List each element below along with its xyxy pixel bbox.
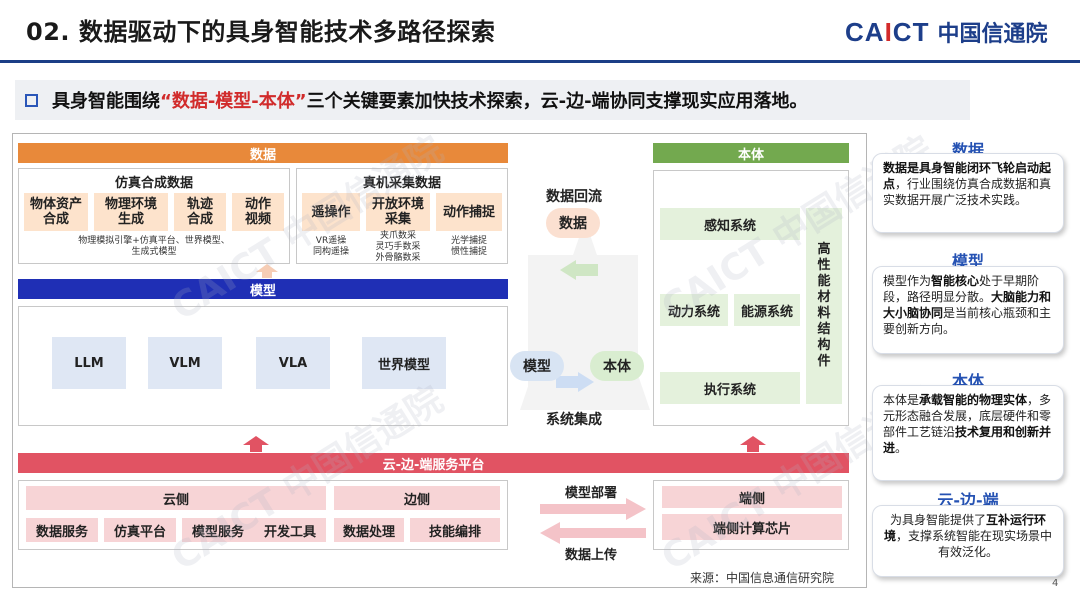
model-llm: LLM	[52, 337, 126, 389]
up-arrow-icon	[256, 264, 278, 278]
cycle-triangle	[520, 220, 650, 410]
cloud-item-devtools: 开发工具	[254, 518, 326, 542]
sim-item-trajectory: 轨迹 合成	[174, 193, 226, 231]
sim-data-title: 仿真合成数据	[114, 175, 193, 191]
caict-logo: CAICT 中国信通院	[845, 16, 1047, 48]
edge-item-skill: 技能编排	[410, 518, 500, 542]
body-materials: 高 性 能 材 料 结 构 件	[806, 208, 842, 404]
data-header: 数据	[18, 143, 508, 163]
page-title: 02. 数据驱动下的具身智能技术多路径探索	[26, 18, 496, 46]
body-power: 动力系统	[660, 294, 728, 326]
cycle-bottom-label: 系统集成	[546, 412, 602, 428]
side-card-bold-text: 互补运行环境	[883, 513, 1047, 543]
side-card-bold-text: 智能核心	[931, 274, 980, 288]
model-vla: VLA	[256, 337, 330, 389]
device-title: 端侧	[662, 486, 842, 508]
model-world: 世界模型	[362, 337, 446, 389]
logo-cn: 中国信通院	[937, 22, 1048, 47]
side-card-text: ，行业围绕仿真合成数据和真实数据开展广泛技术实践。	[883, 177, 1052, 207]
logo-en: CAICT	[845, 16, 930, 47]
subtitle-text: 具身智能围绕“数据-模型-本体”三个关键要素加快技术探索，云-边-端协同支撑现实…	[52, 91, 808, 112]
cloud-item-data: 数据服务	[26, 518, 98, 542]
real-item-teleop: 遥操作	[302, 193, 360, 231]
model-header: 模型	[18, 279, 508, 299]
real-note-mocap: 光学捕捉 惯性捕捉	[450, 236, 487, 257]
cloud-item-sim: 仿真平台	[104, 518, 176, 542]
real-item-mocap: 动作捕捉	[436, 193, 502, 231]
side-card-text: 模型作为	[883, 274, 932, 288]
side-card-bold-text: 技术复用和创新并进	[883, 425, 1052, 455]
side-card-text: ，多元形态融合发展，底层硬件和零部件工艺链沿	[883, 393, 1052, 439]
title-divider	[0, 60, 1080, 63]
body-execution: 执行系统	[660, 372, 800, 404]
side-card-bold-text: 大脑能力和大小脑协同	[883, 290, 1052, 320]
source-note: 来源：中国信息通信研究院	[690, 571, 835, 585]
side-card-text: 处于早期阶段，路径明显分散。	[883, 274, 1040, 304]
edge-item-processing: 数据处理	[334, 518, 404, 542]
cycle-data-node: 数据	[546, 208, 600, 238]
cycle-model-node: 模型	[510, 351, 564, 381]
side-card-text: 是当前核心瓶颈和主要创新方向。	[883, 306, 1052, 336]
real-note-teleop: VR遥操 同构遥操	[312, 236, 349, 257]
side-card-body: 本体是承载智能的物理实体，多元形态融合发展，底层硬件和零部件工艺链沿技术复用和创…	[872, 385, 1064, 481]
side-card-text: 为具身智能提供了	[889, 513, 986, 527]
edge-title: 边侧	[334, 486, 500, 510]
side-card-text: ，支撑系统智能在现实场景中有效泛化。	[896, 529, 1053, 559]
page-number: 4	[1052, 578, 1059, 589]
device-chip: 端侧计算芯片	[662, 514, 842, 540]
sim-item-asset: 物体资产 合成	[24, 193, 88, 231]
side-card-bold-text: 承载智能的物理实体	[919, 393, 1028, 407]
left-arrow-icon	[540, 522, 646, 544]
body-perception: 感知系统	[660, 208, 800, 240]
real-item-open-env: 开放环境 采集	[366, 193, 430, 231]
cloud-item-model: 模型服务	[182, 518, 254, 542]
real-note-collect: 夹爪数采 灵巧手数采 外骨骼数采	[375, 231, 421, 263]
sim-item-env: 物理环境 生成	[94, 193, 168, 231]
platform-header: 云-边-端服务平台	[18, 453, 849, 473]
deploy-label: 模型部署	[564, 485, 617, 501]
model-vlm: VLM	[148, 337, 222, 389]
cloud-title: 云侧	[26, 486, 326, 510]
side-card-text: 本体是	[883, 393, 920, 407]
body-energy: 能源系统	[734, 294, 800, 326]
up-arrow-icon	[243, 436, 269, 452]
up-arrow-icon	[740, 436, 766, 452]
right-arrow-icon	[540, 498, 646, 520]
side-card-model: 模型作为智能核心处于早期阶段，路径明显分散。大脑能力和大小脑协同是当前核心瓶颈和…	[872, 266, 1064, 354]
sim-item-video: 动作 视频	[232, 193, 284, 231]
side-card-text: 。	[895, 441, 908, 455]
body-header: 本体	[653, 143, 849, 163]
subtitle-bar: 具身智能围绕“数据-模型-本体”三个关键要素加快技术探索，云-边-端协同支撑现实…	[15, 80, 970, 120]
side-card-bold-text: 数据是	[883, 161, 920, 175]
cycle-top-label: 数据回流	[546, 189, 602, 205]
upload-label: 数据上传	[564, 547, 617, 563]
real-data-title: 真机采集数据	[362, 175, 441, 191]
side-card-data: 数据是具身智能闭环飞轮启动起点，行业围绕仿真合成数据和真实数据开展广泛技术实践。	[872, 153, 1064, 233]
square-bullet-icon	[25, 93, 38, 107]
side-card-cloud-edge: 为具身智能提供了互补运行环境，支撑系统智能在现实场景中有效泛化。	[872, 505, 1064, 577]
sim-note: 物理模拟引擎+仿真平台、世界模型、 生成式模型	[78, 236, 230, 257]
side-card-bold-text: 具身智能闭环飞轮启动起点	[883, 161, 1052, 191]
cycle-body-node: 本体	[590, 351, 644, 381]
